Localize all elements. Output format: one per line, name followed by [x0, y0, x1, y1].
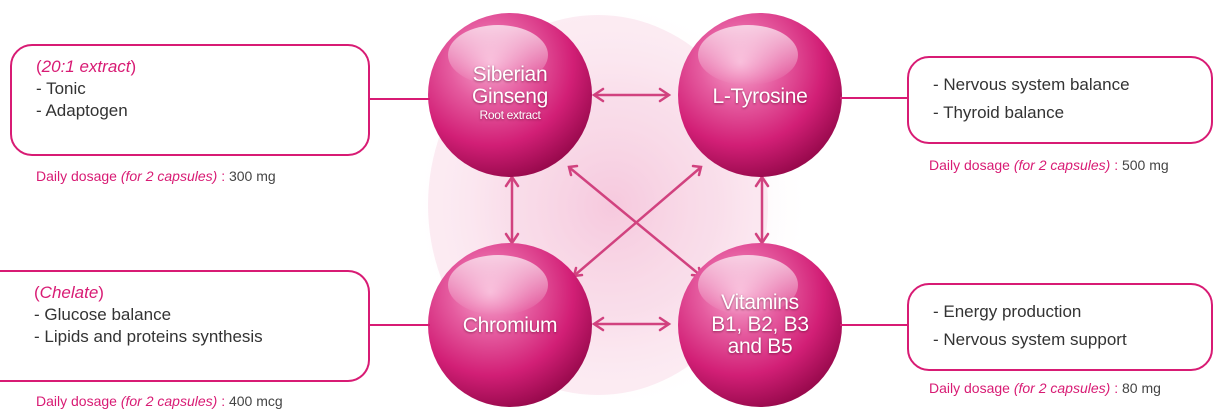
chromium-benefit: - Lipids and proteins synthesis — [24, 326, 368, 348]
ginseng-benefit: - Adaptogen — [36, 100, 368, 122]
ginseng-subtitle: Root extract — [430, 108, 590, 122]
connector-chromium — [370, 324, 430, 326]
ginseng-form: (20:1 extract) — [36, 56, 368, 78]
chromium-dosage: Daily dosage (for 2 capsules) : 400 mcg — [36, 392, 283, 410]
vitamins-name-line-1: Vitamins — [680, 292, 840, 314]
vitamins-name-line-3: and B5 — [680, 336, 840, 358]
label-chromium: Chromium — [430, 315, 590, 337]
vitamins-info-box: - Energy production - Nervous system sup… — [907, 283, 1213, 371]
ginseng-benefit: - Tonic — [36, 78, 368, 100]
vitamins-benefit: - Nervous system support — [933, 329, 1211, 351]
vitamins-name-line-2: B1, B2, B3 — [680, 314, 840, 336]
ginseng-name-line-2: Ginseng — [430, 86, 590, 108]
connector-tyrosine — [840, 97, 910, 99]
ginseng-dosage: Daily dosage (for 2 capsules) : 300 mg — [36, 167, 276, 185]
label-vitamins: Vitamins B1, B2, B3 and B5 — [680, 292, 840, 358]
chromium-benefit: - Glucose balance — [24, 304, 368, 326]
vitamins-dosage: Daily dosage (for 2 capsules) : 80 mg — [929, 379, 1161, 397]
label-l-tyrosine: L-Tyrosine — [680, 86, 840, 108]
tyrosine-benefit: - Nervous system balance — [933, 74, 1211, 96]
connector-vitamins — [840, 324, 910, 326]
tyrosine-benefit: - Thyroid balance — [933, 102, 1211, 124]
ginseng-info-box: (20:1 extract) - Tonic - Adaptogen — [10, 44, 370, 156]
chromium-info-box: (Chelate) - Glucose balance - Lipids and… — [0, 270, 370, 382]
chromium-name: Chromium — [430, 315, 590, 337]
chromium-form: (Chelate) — [24, 282, 368, 304]
tyrosine-name: L-Tyrosine — [680, 86, 840, 108]
label-siberian-ginseng: Siberian Ginseng Root extract — [430, 64, 590, 122]
connector-ginseng — [370, 98, 430, 100]
ginseng-name-line-1: Siberian — [430, 64, 590, 86]
vitamins-benefit: - Energy production — [933, 301, 1211, 323]
tyrosine-dosage: Daily dosage (for 2 capsules) : 500 mg — [929, 156, 1169, 174]
tyrosine-info-box: - Nervous system balance - Thyroid balan… — [907, 56, 1213, 144]
